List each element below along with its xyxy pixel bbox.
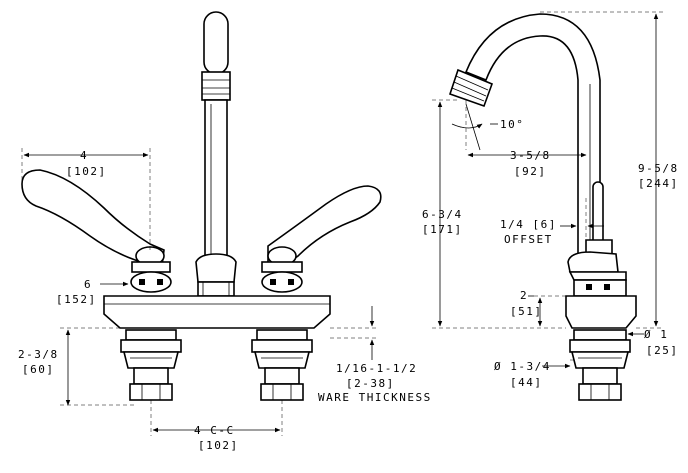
shank-diameter-value: Ø 1 [644, 328, 668, 341]
dimension-center-spacing: 4 C-C [102] [150, 400, 283, 452]
dimension-deck-height: 2 [51] [510, 289, 568, 327]
faucet-body-side [565, 271, 637, 401]
base-diameter-metric: [44] [510, 376, 543, 389]
body-height-metric: [60] [22, 363, 55, 376]
dimension-base-diameter: Ø 1-3/4 [44] [494, 359, 576, 389]
spout-height-metric: [171] [422, 223, 463, 236]
handle-offset-value: 6 [84, 278, 92, 291]
handle-offset-metric: [152] [56, 293, 97, 306]
spout-front [195, 11, 237, 297]
right-blade-handle [261, 185, 382, 293]
offset-value: 1/4 [6] [500, 218, 557, 231]
ware-thickness-metric: [2-38] [346, 377, 395, 390]
spout-reach-metric: [92] [514, 165, 547, 178]
deck-height-metric: [51] [510, 305, 543, 318]
offset-label: OFFSET [504, 233, 553, 246]
ware-thickness-value: 1/16-1-1/2 [336, 362, 417, 375]
dimension-spout-angle: 10° [451, 100, 524, 151]
dimension-handle-offset: 6 [152] [56, 278, 129, 306]
left-blade-handle [21, 169, 172, 293]
ware-thickness-label: WARE THICKNESS [318, 391, 432, 404]
dimension-ware-thickness: 1/16-1-1/2 [2-38] WARE THICKNESS [318, 306, 432, 404]
shank-diameter-metric: [25] [646, 344, 679, 357]
center-spacing-value: 4 C-C [194, 424, 235, 437]
base-diameter-value: Ø 1-3/4 [494, 360, 551, 373]
handle-reach-metric: [102] [66, 165, 107, 178]
dimension-spout-height: 6-3/4 [171] [422, 99, 566, 329]
center-spacing-metric: [102] [198, 439, 239, 452]
dimension-spout-reach: 3-5/8 [92] [467, 149, 587, 178]
overall-height-value: 9-5/8 [638, 162, 679, 175]
overall-height-metric: [244] [638, 177, 679, 190]
side-handle [567, 181, 619, 273]
dimension-body-height: 2-3/8 [60] [18, 327, 134, 406]
dimension-overall-height: 9-5/8 [244] [540, 11, 679, 329]
dimension-offset: 1/4 [6] OFFSET [500, 198, 604, 246]
side-view: 10° 3-5/8 [92] 6-3/4 [171] 9-5/8 [244] [422, 11, 679, 401]
spout-angle-value: 10° [500, 118, 524, 131]
spout-side [448, 13, 601, 261]
left-shank [120, 329, 182, 401]
body-height-value: 2-3/8 [18, 348, 59, 361]
dimension-shank-diameter: Ø 1 [25] [627, 328, 679, 357]
dimension-handle-reach: 4 [102] [21, 148, 151, 250]
faucet-body-front [103, 295, 331, 329]
front-view: 4 [102] 6 [152] 2-3/8 [60] 1/16-1-1/2 [2… [18, 11, 432, 452]
right-shank [251, 329, 313, 401]
deck-height-value: 2 [520, 289, 528, 302]
spout-reach-value: 3-5/8 [510, 149, 551, 162]
spout-height-value: 6-3/4 [422, 208, 463, 221]
handle-reach-value: 4 [80, 149, 88, 162]
